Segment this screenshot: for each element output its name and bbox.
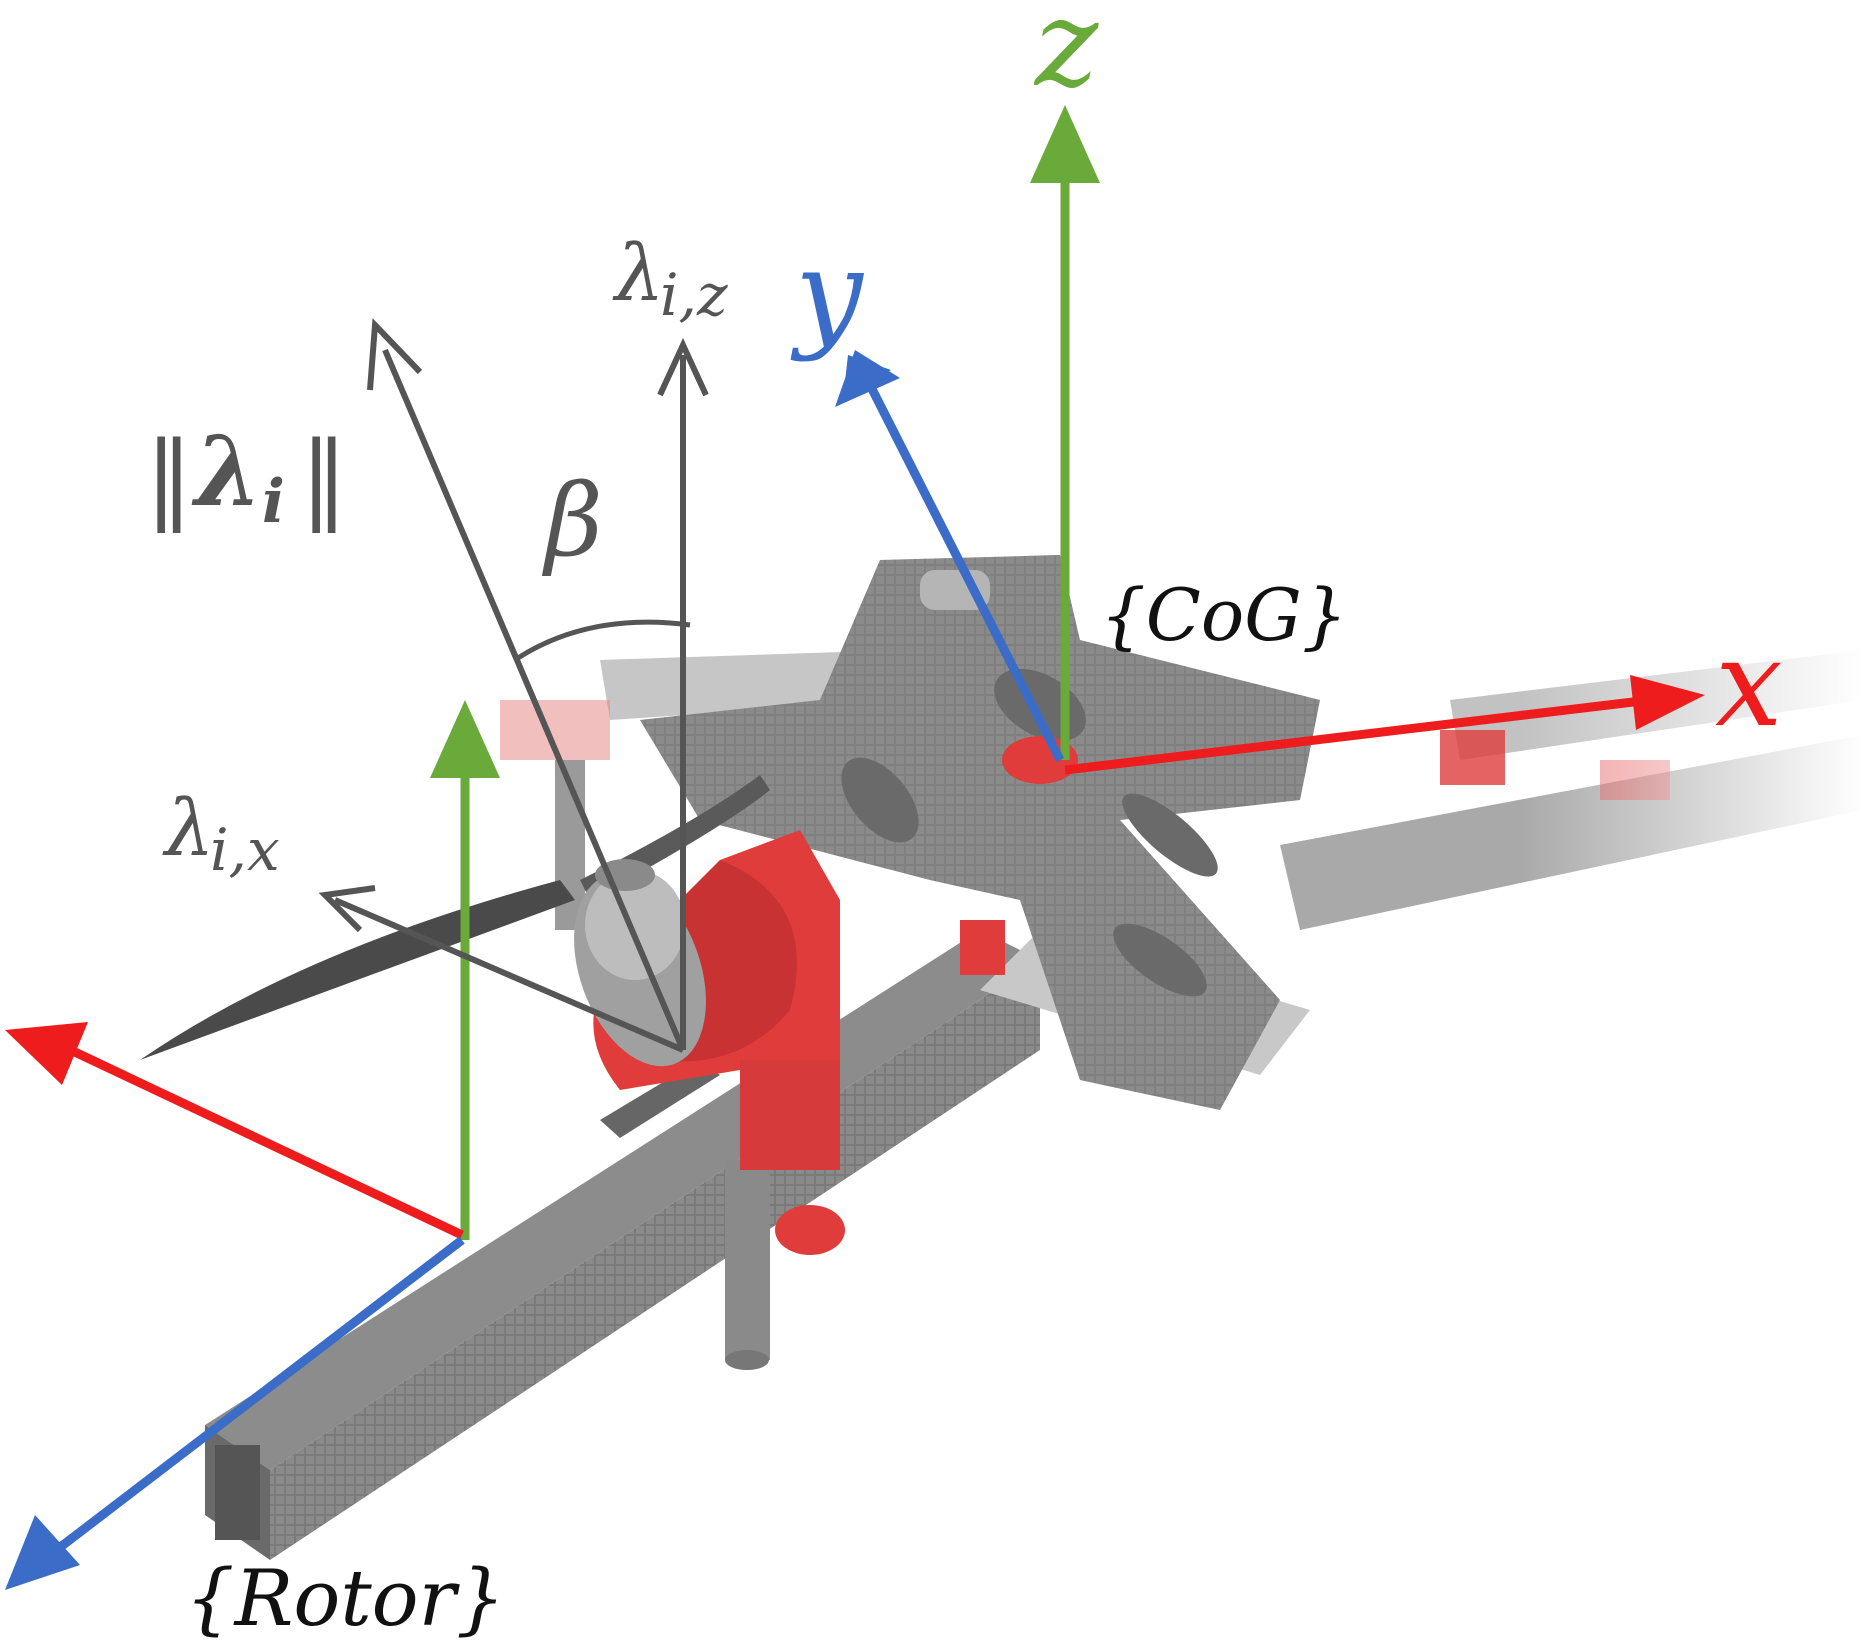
lambda-x-label: λ i,x [162,784,280,884]
lambda-norm-label: ‖ λ i ‖ [145,415,348,537]
cog-z-label: z [1033,0,1099,114]
rotor-z-arrowhead [430,700,500,778]
beta-angle-arc [516,619,691,661]
cog-x-axis [1064,675,1705,775]
rotor-y-axis [5,1236,465,1590]
rotor-frame-axes [5,700,500,1590]
rotor-x-axis [5,1022,464,1240]
cog-frame-axes [835,105,1705,775]
lambda-z-vector [657,337,709,1050]
cog-z-arrowhead [1030,105,1100,183]
lambda-z-subscript: i,z [660,261,728,329]
cog-z-axis [1030,105,1100,760]
cog-x-arrowhead [1630,675,1705,730]
lambda-norm-symbol: λ [191,415,262,528]
lambda-x-symbol: λ [162,784,214,874]
drone-illustration [140,450,1863,1560]
lambda-z-symbol: λ [612,229,664,319]
cog-y-arrowhead [835,350,900,407]
lambda-norm-right-bars: ‖ [300,421,348,533]
lambda-norm-left-bars: ‖ [145,421,193,533]
cog-y-axis [835,350,1065,763]
rotor-z-axis [430,700,500,1240]
beta-label: β [541,462,603,579]
lambda-norm-vector [367,318,686,1052]
fade-overlay [1100,450,1863,1150]
lambda-z-label: λ i,z [612,229,728,329]
lambda-x-vector [318,885,685,1053]
rotor-y-arrowhead [5,1515,80,1590]
lambda-vectors [318,318,709,1053]
lambda-norm-subscript: i [262,467,285,537]
cog-x-label: x [1715,615,1783,754]
rotor-x-arrowhead [5,1022,88,1085]
lambda-x-subscript: i,x [210,816,280,884]
cog-frame-label: {CoG} [1100,573,1348,657]
cog-y-label: y [790,225,865,364]
rotor-frame-label: {Rotor} [185,1554,506,1644]
